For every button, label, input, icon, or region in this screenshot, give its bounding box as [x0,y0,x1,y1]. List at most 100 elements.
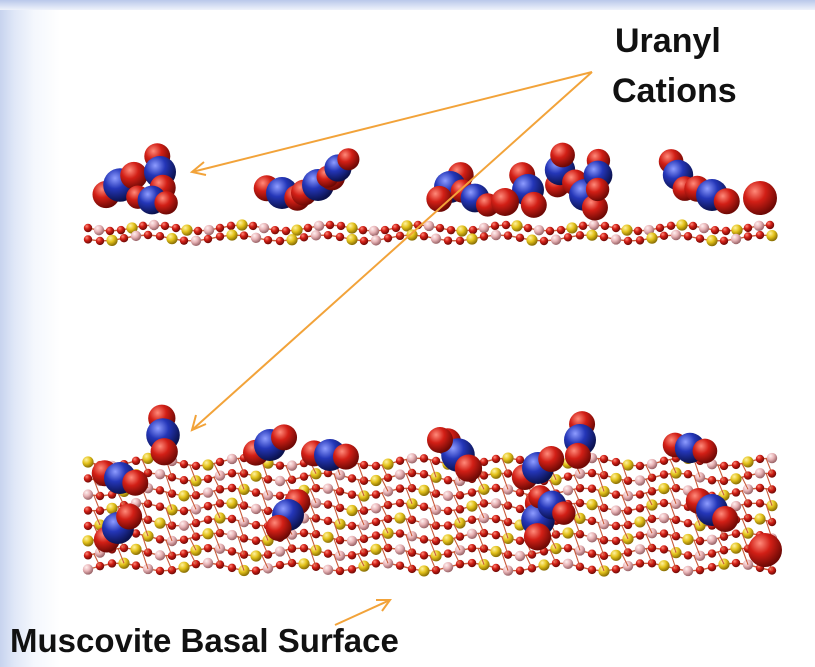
oxygen-atom [203,515,213,525]
aluminum-atom [370,235,382,246]
bond [645,548,653,564]
bond [93,479,101,497]
silicon-atom [742,456,754,468]
bond [213,463,221,476]
oxygen-atom [491,563,501,573]
bond [645,465,653,479]
bond [357,463,365,481]
silicon-atom [490,467,502,479]
bond [237,552,245,571]
silicon-atom [166,233,178,245]
aluminum-atom [226,453,238,465]
bond [261,525,269,541]
oxygen-atom [515,536,525,545]
oxygen-atom [203,543,213,553]
bottom-uranyl-cations [91,404,782,567]
silicon-atom [466,500,478,512]
aluminum-atom [130,230,142,242]
bond [165,540,173,557]
uranyl-oxygen [454,454,483,482]
bond [477,504,485,519]
bond [213,518,221,534]
aluminum-atom [766,452,778,464]
bond [501,504,509,523]
aluminum-atom [634,475,646,486]
bond [429,491,437,511]
uranyl-oxygen [426,185,453,212]
oxygen-atom [600,221,610,231]
oxygen-atom [215,223,225,233]
oxygen-atom [635,461,645,471]
oxygen-atom [347,565,357,574]
bond [477,476,485,490]
oxygen-atom [347,474,357,483]
silicon-atom [634,516,646,528]
bond [453,480,461,496]
oxygen-atom [83,521,93,531]
silicon-atom [154,517,166,529]
oxygen-atom [443,506,453,516]
bond [261,477,269,496]
bond [597,554,605,572]
oxygen-atom [179,236,189,245]
oxygen-atom [323,500,333,509]
oxygen-atom [491,454,501,464]
oxygen-atom [443,476,453,485]
bond [333,538,341,557]
bond [501,520,509,539]
bond [381,548,389,564]
bond [237,472,245,490]
aluminum-atom [490,498,502,509]
arrowhead-bottom [190,414,207,432]
uranyl-oxygen [120,161,148,190]
silicon-atom [310,544,322,556]
silicon-atom [442,534,454,546]
silicon-atom [610,549,622,561]
oxygen-atom [395,484,405,493]
aluminum-atom [313,220,325,232]
aluminum-atom [646,458,658,470]
bond [453,551,461,565]
silicon-atom [406,229,418,241]
oxygen-atom [523,223,533,233]
bond [645,533,653,549]
bond [453,524,461,537]
bond [669,473,677,489]
uranyl-oxygen [271,424,298,451]
arrow-to-bottom-cation [191,71,593,431]
aluminum-atom [634,544,646,555]
bond [189,524,197,537]
oxygen-atom [323,230,333,240]
bond [669,534,677,553]
bond [141,550,149,570]
bond [309,548,317,567]
oxygen-atom [395,456,405,466]
silicon-atom [118,557,130,569]
aluminum-atom [322,483,334,494]
oxygen-atom [659,498,669,508]
aluminum-atom [610,505,622,516]
silicon-atom [502,452,514,464]
oxygen-atom [347,521,357,531]
aluminum-atom [274,475,286,487]
silicon-atom [658,560,670,572]
uranyl-oxygen [585,177,610,202]
oxygen-atom [227,469,237,478]
oxygen-atom [299,543,309,553]
oxygen-atom [655,223,665,233]
bond [717,480,725,496]
oxygen-atom [131,561,141,570]
arrowhead-surface [376,599,392,612]
uranyl-oxygen [520,191,547,218]
bond [93,553,101,567]
bond [141,534,149,553]
bond [645,479,653,492]
oxygen-atom [251,520,261,530]
bond [621,525,629,540]
bond [381,533,389,549]
bond [669,550,677,570]
bond [381,492,389,506]
oxygen-atom [371,559,381,568]
arrow-to-surface [334,599,391,626]
uranyl-oxygen [581,194,608,221]
